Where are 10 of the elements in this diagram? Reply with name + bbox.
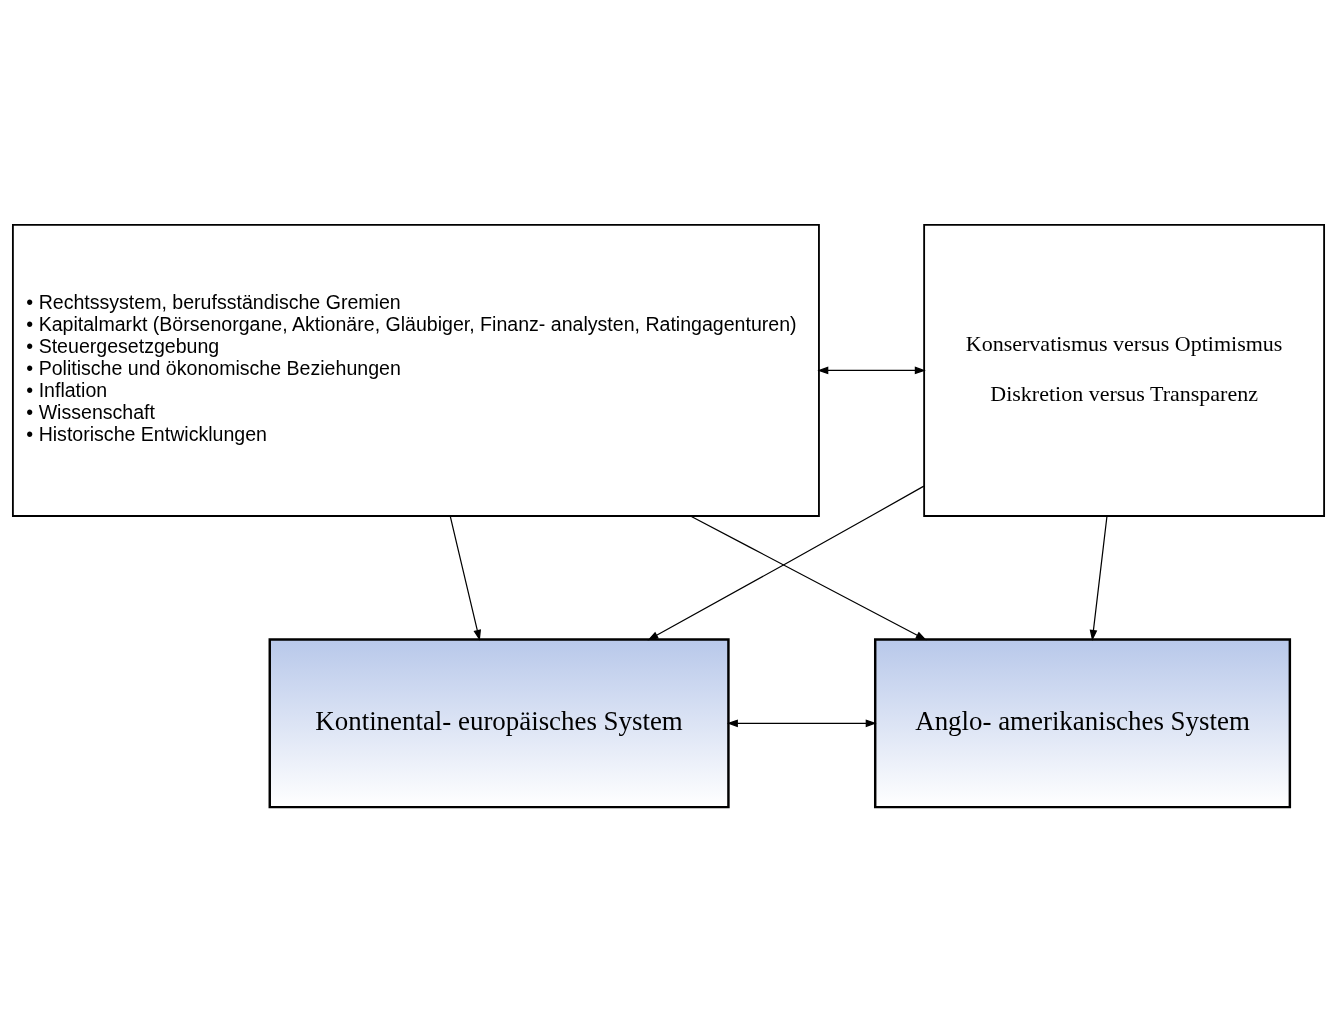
arrow bbox=[449, 515, 481, 641]
node-box: Kontinental- europäisches System bbox=[268, 637, 730, 808]
node-box: Anglo- amerikanisches System bbox=[874, 637, 1292, 808]
arrow bbox=[817, 366, 926, 374]
arrow bbox=[690, 515, 927, 640]
node-box: • Rechtssystem, berufsständische Gremien • Kapitalmarkt (Börsenorgane, Aktionäre, Gläubiger, Finanz- analysten, Ratingagenturen) • Steuergesetzgebung • Politische und ökonomische Beziehungen • Inflation • Wissenschaft • Historische Entwicklungen bbox=[12, 223, 820, 517]
arrow bbox=[1089, 515, 1108, 641]
arrow bbox=[726, 718, 877, 727]
node-box: Konservatismus versus Optimismus Diskretion versus Transparenz bbox=[923, 223, 1325, 517]
arrow bbox=[647, 485, 925, 640]
